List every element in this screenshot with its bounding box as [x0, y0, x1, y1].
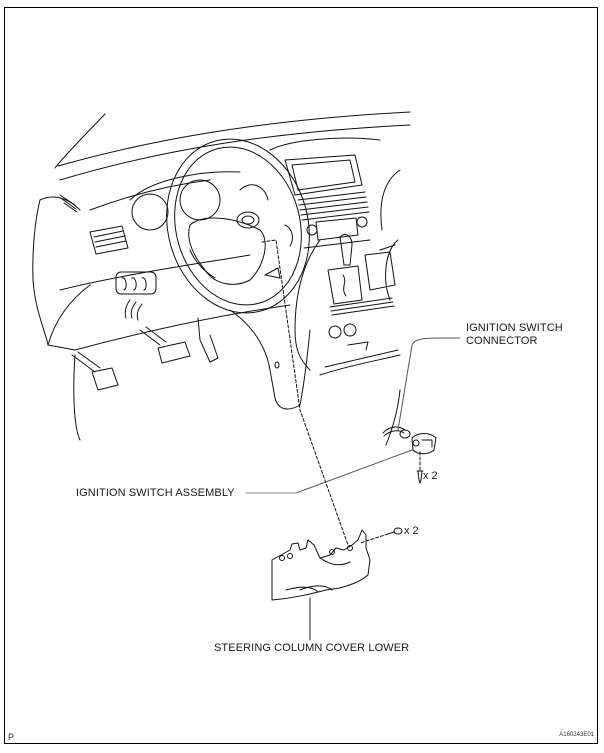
- switch-panel: [115, 271, 157, 321]
- center-stack: [269, 137, 381, 249]
- gauge-cluster: [129, 171, 269, 231]
- label-steering-column-cover-lower: STEERING COLUMN COVER LOWER: [214, 642, 410, 654]
- steering-column: [229, 309, 311, 410]
- brake-pedal: [91, 367, 119, 391]
- dashboard-outline: [32, 111, 411, 351]
- brand-emblem: [236, 211, 260, 229]
- alignment-dashed-line: [261, 239, 349, 546]
- view-marker: P: [8, 732, 15, 742]
- label-line-1: IGNITION SWITCH: [466, 322, 563, 334]
- left-air-vent: [59, 194, 129, 255]
- navigation-display: [284, 154, 363, 196]
- ignition-switch-part: [245, 433, 437, 494]
- steering-wheel: [166, 138, 310, 314]
- right-door-trim: [379, 169, 401, 301]
- figure-id: A160243E01: [559, 732, 594, 738]
- fastener-quantity-switch: x 2: [423, 470, 438, 482]
- label-ignition-switch-assembly: IGNITION SWITCH ASSEMBLY: [76, 487, 235, 499]
- screw-icon: [359, 527, 403, 544]
- label-ignition-switch-connector: IGNITION SWITCH CONNECTOR: [466, 322, 563, 348]
- gear-shifter: [327, 234, 396, 305]
- label-line-2: CONNECTOR: [466, 335, 538, 347]
- fastener-quantity-cover: x 2: [404, 525, 419, 537]
- screw-icon: [416, 470, 424, 484]
- lower-console: [294, 239, 401, 376]
- steering-column-cover-lower-part: [271, 529, 371, 641]
- ignition-switch-connector-part: [382, 337, 461, 439]
- diagram-frame: [4, 7, 598, 744]
- pedals: [71, 317, 401, 446]
